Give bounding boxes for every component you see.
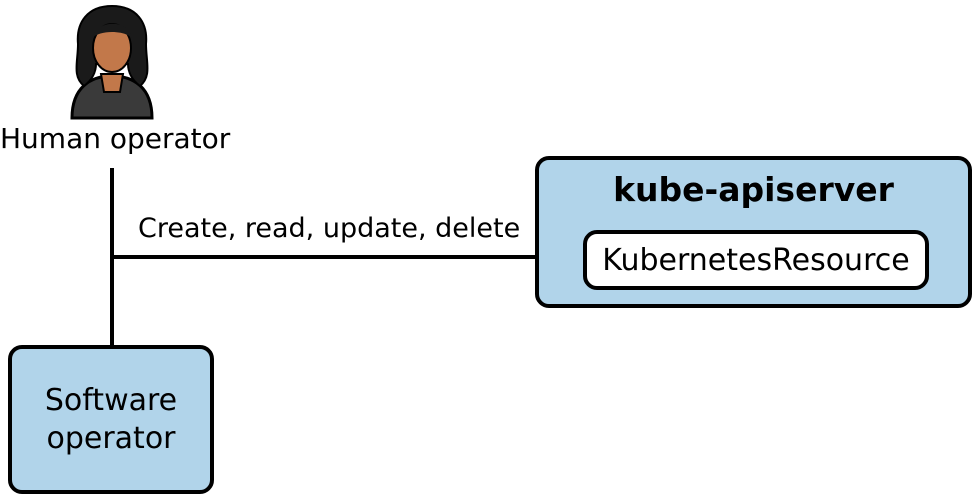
software-operator-box: Software operator	[8, 345, 214, 494]
human-operator-label: Human operator	[0, 122, 231, 155]
kubernetes-resource-box: KubernetesResource	[583, 230, 929, 290]
kubernetes-resource-label: KubernetesResource	[602, 242, 910, 278]
software-operator-label: Software operator	[45, 382, 177, 458]
software-operator-line2: operator	[46, 420, 176, 456]
person-neck	[99, 73, 125, 93]
software-operator-line1: Software	[44, 382, 178, 418]
kube-apiserver-box: kube-apiserver KubernetesResource	[535, 156, 972, 308]
person-icon	[70, 4, 154, 120]
person-fringe	[92, 23, 132, 38]
crud-edge-label: Create, read, update, delete	[138, 213, 521, 244]
kube-apiserver-title: kube-apiserver	[613, 170, 894, 209]
